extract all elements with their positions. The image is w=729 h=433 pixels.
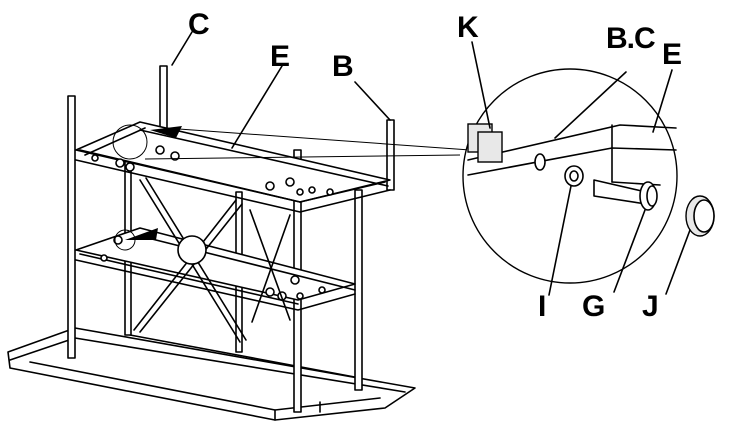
- label-e-detail: E: [662, 38, 682, 71]
- label-b-c: B.C: [606, 22, 656, 55]
- label-k: K: [457, 11, 479, 44]
- label-e-main: E: [270, 40, 290, 73]
- cap-j: [685, 195, 715, 237]
- label-leaders: [171, 31, 691, 296]
- cross-brace: [133, 177, 291, 343]
- label-j: J: [642, 290, 659, 323]
- label-i: I: [538, 290, 546, 323]
- label-c: C: [188, 8, 210, 41]
- lower-shelf: [75, 227, 356, 311]
- upper-shelf: [75, 121, 391, 213]
- label-g: G: [582, 290, 605, 323]
- detail-view: [467, 123, 677, 211]
- label-b: B: [332, 50, 354, 83]
